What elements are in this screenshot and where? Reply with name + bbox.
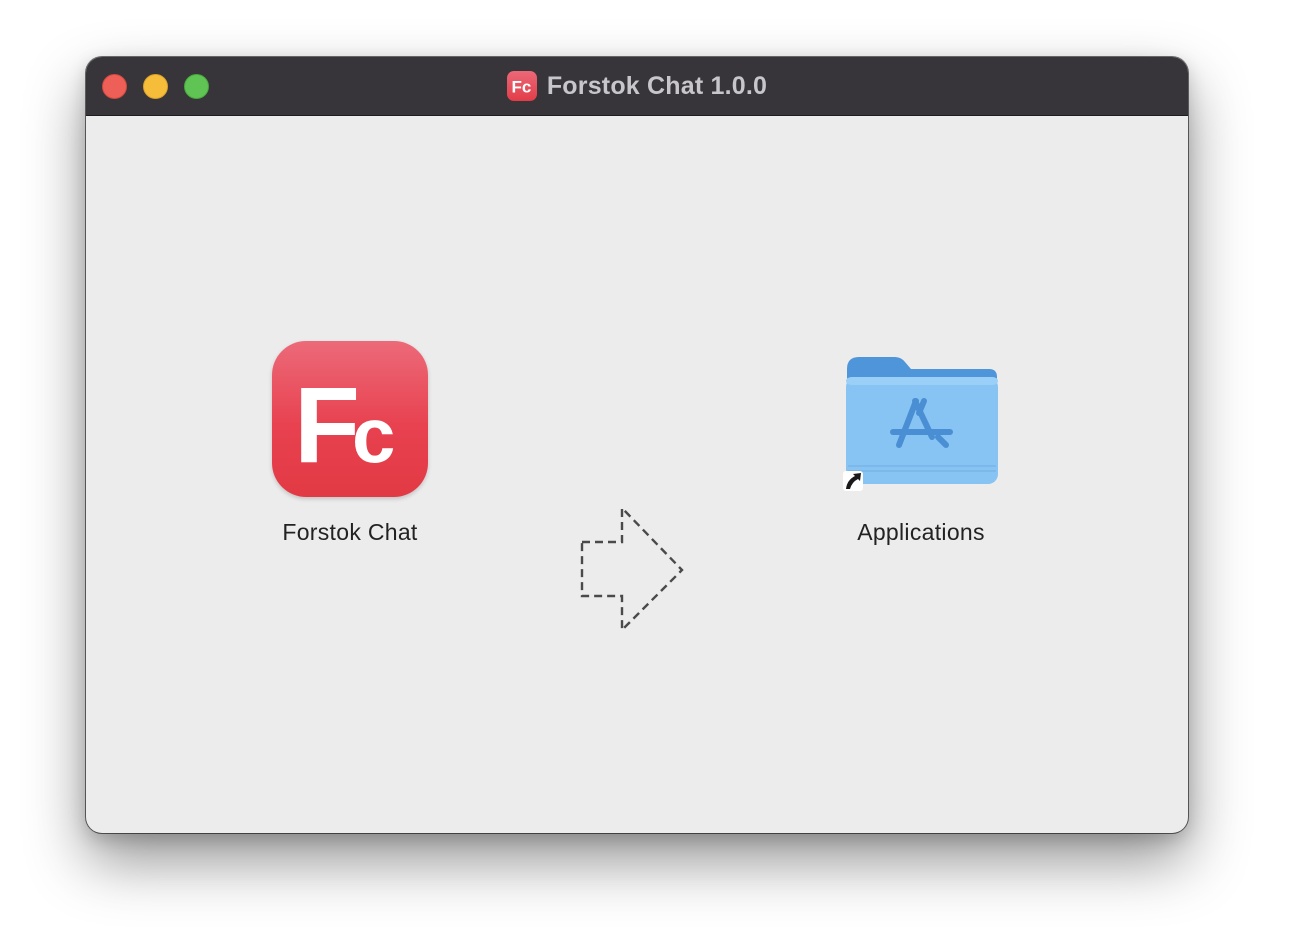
- title-icon-letters: Fc: [511, 78, 531, 96]
- installer-window: Fc Forstok Chat 1.0.0 F c Forstok Chat: [86, 57, 1188, 833]
- forstok-chat-app-icon[interactable]: F c: [272, 341, 428, 497]
- forstok-chat-app-item[interactable]: F c Forstok Chat: [200, 341, 500, 546]
- title-bar[interactable]: Fc Forstok Chat 1.0.0: [86, 57, 1188, 116]
- app-icon-letter-c: c: [352, 391, 395, 474]
- minimize-button[interactable]: [143, 74, 168, 99]
- close-button[interactable]: [102, 74, 127, 99]
- maximize-button[interactable]: [184, 74, 209, 99]
- applications-folder-icon[interactable]: [843, 341, 999, 497]
- forstok-chat-label: Forstok Chat: [282, 519, 418, 545]
- window-title-group: Fc Forstok Chat 1.0.0: [86, 57, 1188, 115]
- app-icon-letter-f: F: [294, 364, 360, 474]
- alias-arrow-icon: [843, 471, 863, 491]
- window-title: Forstok Chat 1.0.0: [546, 71, 768, 100]
- applications-label: Applications: [857, 519, 985, 545]
- forstok-chat-title-icon: Fc: [506, 71, 537, 101]
- drag-arrow-icon: [580, 505, 684, 637]
- applications-folder-item[interactable]: Applications: [771, 341, 1071, 546]
